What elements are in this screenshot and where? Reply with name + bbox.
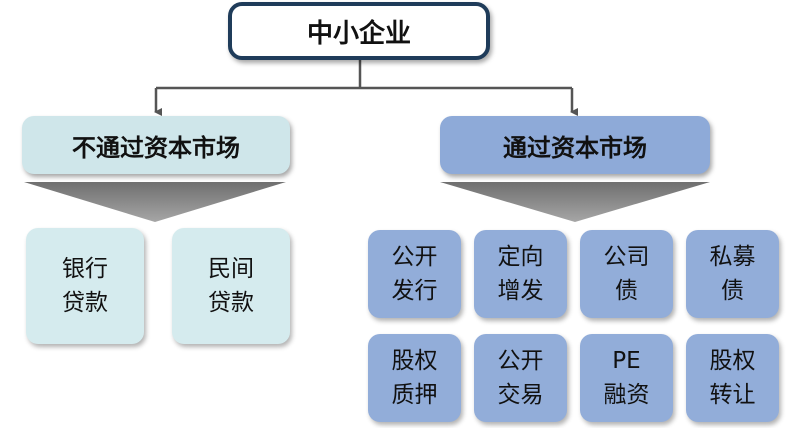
leaf-line: 股权 (709, 348, 756, 374)
leaf-line: 增发 (497, 278, 544, 304)
leaf-line: 债 (721, 278, 744, 304)
leaf-line: 融资 (603, 382, 650, 408)
leaf-line: 发行 (391, 278, 438, 304)
leaf-equity-pledge: 股权 质押 (368, 334, 461, 422)
leaf-line: 质押 (391, 382, 438, 408)
leaf-line: 股权 (391, 348, 438, 374)
leaf-pe-financing: PE 融资 (580, 334, 673, 422)
root-node: 中小企业 (228, 2, 490, 60)
leaf-bank-loan: 银行 贷款 (26, 228, 144, 344)
leaf-corporate-bond: 公司 债 (580, 230, 673, 318)
leaf-line: 公开 (497, 348, 544, 374)
root-label: 中小企业 (306, 18, 411, 49)
leaf-line: 交易 (497, 382, 544, 408)
leaf-line: 民间 (208, 256, 254, 282)
left-funnel-triangle (24, 182, 286, 222)
leaf-line: 定向 (497, 244, 544, 270)
leaf-line: 债 (615, 278, 638, 304)
leaf-line: 转让 (709, 382, 756, 408)
leaf-line: 贷款 (62, 290, 108, 316)
leaf-line: PE (612, 348, 641, 374)
leaf-public-trading: 公开 交易 (474, 334, 567, 422)
branch-label: 不通过资本市场 (72, 133, 240, 162)
leaf-line: 公司 (603, 244, 650, 270)
leaf-line: 公开 (391, 244, 438, 270)
branch-capital-market: 通过资本市场 (440, 116, 710, 174)
leaf-line: 贷款 (208, 290, 254, 316)
branch-not-capital-market: 不通过资本市场 (22, 116, 290, 174)
leaf-line: 银行 (62, 256, 108, 282)
leaf-private-placement: 定向 增发 (474, 230, 567, 318)
branch-label: 通过资本市场 (503, 133, 647, 162)
leaf-line: 私募 (709, 244, 756, 270)
leaf-private-loan: 民间 贷款 (172, 228, 290, 344)
right-funnel-triangle (440, 182, 710, 222)
leaf-public-offering: 公开 发行 (368, 230, 461, 318)
leaf-equity-transfer: 股权 转让 (686, 334, 779, 422)
leaf-private-bond: 私募 债 (686, 230, 779, 318)
